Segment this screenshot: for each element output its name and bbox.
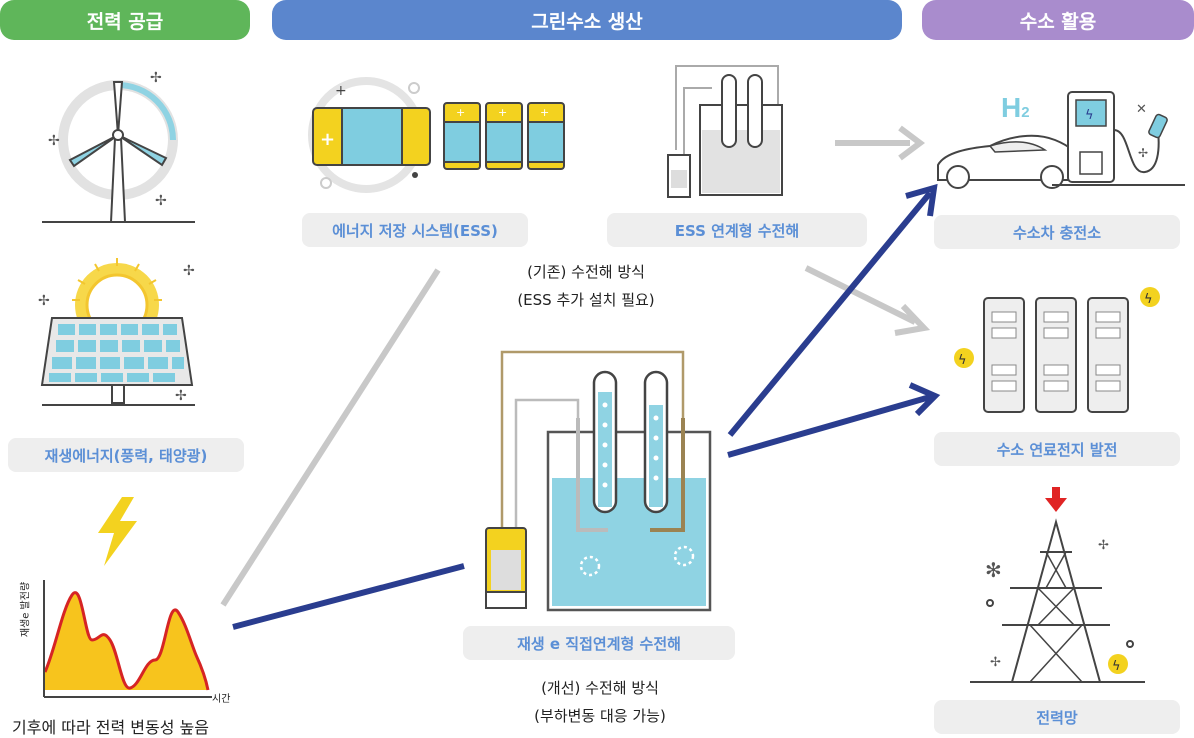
h2-subscript: 2: [1021, 104, 1030, 121]
wind-turbine-icon: ✢ ✢ ✢: [42, 70, 195, 223]
direct-electrolyzer-icon: [485, 350, 712, 612]
label-fuel-cell: 수소 연료전지 발전: [934, 432, 1180, 466]
solar-panel-icon: ✢ ✢ ✢: [38, 258, 195, 406]
flow-arrows: [220, 125, 941, 630]
note-conventional: (기존) 수전해 방식 (ESS 추가 설치 필요): [476, 258, 696, 314]
svg-text:✢: ✢: [1098, 538, 1109, 553]
svg-text:✢: ✢: [48, 133, 60, 149]
label-direct-electrolysis: 재생 e 직접연계형 수전해: [463, 626, 735, 660]
svg-text:✢: ✢: [990, 655, 1001, 670]
ess-battery-icon: + + + + +: [308, 77, 565, 193]
note-conventional-line2: (ESS 추가 설치 필요): [517, 291, 655, 309]
svg-text:✢: ✢: [38, 293, 50, 309]
label-charging-station: 수소차 충전소: [934, 215, 1180, 249]
chart-xlabel: 시간: [212, 694, 231, 705]
label-ess-electrolysis: ESS 연계형 수전해: [607, 213, 867, 247]
h2-symbol: H: [1001, 92, 1022, 123]
note-improved: (개선) 수전해 방식 (부하변동 대응 가능): [490, 674, 710, 730]
note-conventional-line1: (기존) 수전해 방식: [527, 263, 645, 281]
h2-label: H2: [1001, 92, 1030, 124]
svg-text:✢: ✢: [1138, 146, 1148, 160]
svg-text:✢: ✢: [183, 263, 195, 279]
header-power-supply: 전력 공급: [0, 0, 250, 40]
svg-text:ϟ: ϟ: [1085, 108, 1094, 123]
note-improved-line2: (부하변동 대응 가능): [534, 707, 666, 725]
power-output-chart: [43, 580, 212, 698]
label-renewable-energy: 재생에너지(풍력, 태양광): [8, 438, 244, 472]
label-ess: 에너지 저장 시스템(ESS): [302, 213, 528, 247]
note-improved-line1: (개선) 수전해 방식: [541, 679, 659, 697]
header-hydrogen-usage: 수소 활용: [922, 0, 1194, 40]
hydrogen-car-station-icon: ϟ ✕ ✢: [937, 91, 1185, 189]
svg-text:+: +: [498, 106, 507, 119]
svg-text:ϟ: ϟ: [1144, 292, 1153, 307]
svg-text:✻: ✻: [985, 558, 1002, 582]
svg-text:✕: ✕: [1136, 102, 1147, 117]
svg-text:ϟ: ϟ: [958, 353, 967, 368]
svg-text:+: +: [456, 106, 465, 119]
svg-text:ϟ: ϟ: [1112, 659, 1121, 674]
lightning-icon: [98, 497, 137, 566]
chart-ylabel: 재생e 발전량: [20, 581, 32, 638]
svg-text:+: +: [320, 129, 335, 150]
svg-text:✢: ✢: [175, 388, 187, 404]
svg-text:✢: ✢: [155, 193, 167, 209]
note-volatility: 기후에 따라 전력 변동성 높음: [12, 718, 209, 737]
svg-text:+: +: [335, 83, 347, 99]
label-power-grid: 전력망: [934, 700, 1180, 734]
ess-electrolyzer-icon: [667, 65, 783, 198]
fuel-cell-server-icon: ϟ ϟ: [954, 287, 1160, 413]
svg-text:+: +: [540, 106, 549, 119]
header-green-hydrogen-production: 그린수소 생산: [272, 0, 902, 40]
power-grid-tower-icon: ✻ ✢ ✢ ϟ: [970, 487, 1145, 683]
svg-text:✢: ✢: [150, 70, 162, 86]
